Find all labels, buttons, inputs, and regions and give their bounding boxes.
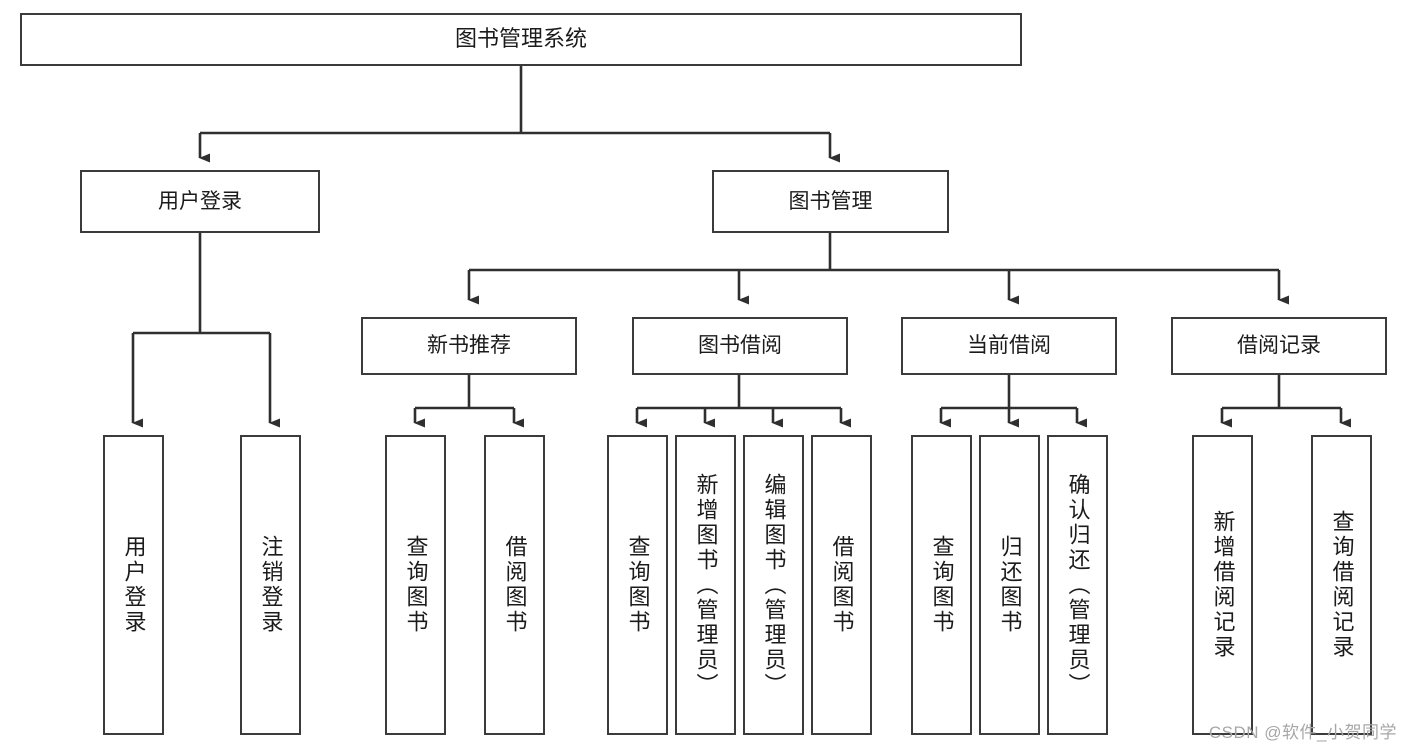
csdn-watermark: CSDN @软件_小贺同学: [1208, 723, 1397, 742]
leaf-user-login[interactable]: 用户登录: [103, 435, 164, 735]
node-label: 注销登录: [258, 535, 284, 635]
node-current-borrow[interactable]: 当前借阅: [901, 317, 1117, 375]
node-label: 借阅记录: [1237, 334, 1321, 358]
node-label: 借阅图书: [502, 535, 528, 635]
leaf-query-book-new-book[interactable]: 查询图书: [385, 435, 446, 735]
node-label: 借阅图书: [829, 535, 855, 635]
node-label: 新书推荐: [427, 334, 511, 358]
node-label: 归还图书: [997, 535, 1023, 635]
leaf-return-book[interactable]: 归还图书: [979, 435, 1040, 735]
leaf-borrow-book[interactable]: 借阅图书: [811, 435, 872, 735]
node-label: 编辑图书（管理员）: [761, 472, 787, 698]
node-label: 用户登录: [158, 189, 242, 213]
leaf-add-book-admin[interactable]: 新增图书（管理员）: [675, 435, 736, 735]
node-label: 查询借阅记录: [1329, 510, 1355, 660]
node-label: 当前借阅: [967, 334, 1051, 358]
leaf-query-book-borrow[interactable]: 查询图书: [607, 435, 668, 735]
leaf-edit-book-admin[interactable]: 编辑图书（管理员）: [743, 435, 804, 735]
node-root-book-management-system[interactable]: 图书管理系统: [20, 13, 1022, 66]
node-new-book-recommendation[interactable]: 新书推荐: [361, 317, 577, 375]
node-label: 新增借阅记录: [1210, 510, 1236, 660]
node-label: 新增图书（管理员）: [693, 472, 719, 698]
node-label: 图书管理系统: [454, 26, 587, 52]
node-user-login[interactable]: 用户登录: [80, 170, 320, 233]
node-book-borrow[interactable]: 图书借阅: [632, 317, 848, 375]
leaf-query-borrow-record[interactable]: 查询借阅记录: [1311, 435, 1372, 735]
node-label: 图书管理: [788, 189, 873, 213]
node-label: 图书借阅: [698, 334, 782, 358]
leaf-query-book-current[interactable]: 查询图书: [911, 435, 972, 735]
node-label: 查询图书: [625, 535, 651, 635]
node-label: 确认归还（管理员）: [1065, 472, 1091, 698]
leaf-add-borrow-record[interactable]: 新增借阅记录: [1192, 435, 1253, 735]
leaf-borrow-book-new-book[interactable]: 借阅图书: [484, 435, 545, 735]
node-label: 查询图书: [403, 535, 429, 635]
leaf-logout[interactable]: 注销登录: [240, 435, 301, 735]
node-label: 用户登录: [121, 535, 147, 635]
node-borrow-record[interactable]: 借阅记录: [1171, 317, 1387, 375]
leaf-confirm-return-admin[interactable]: 确认归还（管理员）: [1047, 435, 1108, 735]
node-label: 查询图书: [929, 535, 955, 635]
node-book-management[interactable]: 图书管理: [712, 170, 949, 233]
